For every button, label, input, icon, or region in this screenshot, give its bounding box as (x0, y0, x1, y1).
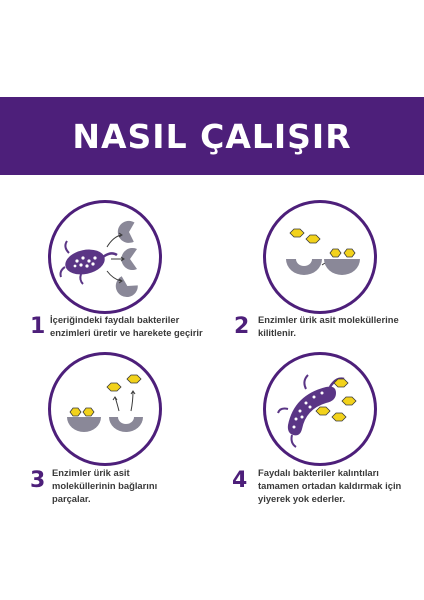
step-1-illustration (48, 200, 162, 314)
enzymes-breaking-bonds-icon (67, 374, 143, 432)
bacteria-producing-enzymes-icon (59, 220, 138, 298)
page-title: NASIL ÇALIŞIR (72, 116, 352, 156)
bacteria-eating-residue-icon (277, 374, 357, 448)
enzymes-locking-molecules-icon (286, 228, 360, 275)
step-4-text: Faydalı bakteriler kalıntıları tamamen o… (258, 467, 402, 504)
step-2-text: Enzimler ürik asit moleküllerine kilitle… (258, 314, 399, 338)
step-4-number: 4 (232, 468, 248, 493)
step-3-text: Enzimler ürik asit moleküllerinin bağlar… (52, 467, 158, 504)
step-2-number: 2 (234, 314, 250, 339)
step-1-number: 1 (30, 314, 46, 339)
title-banner: NASIL ÇALIŞIR (0, 97, 424, 175)
step-1-text: İçeriğindeki faydalı bakteriler enzimler… (50, 314, 203, 338)
step-3-number: 3 (30, 468, 46, 493)
step-4-illustration (263, 352, 377, 466)
step-2-illustration (263, 200, 377, 314)
step-3-illustration (48, 352, 162, 466)
